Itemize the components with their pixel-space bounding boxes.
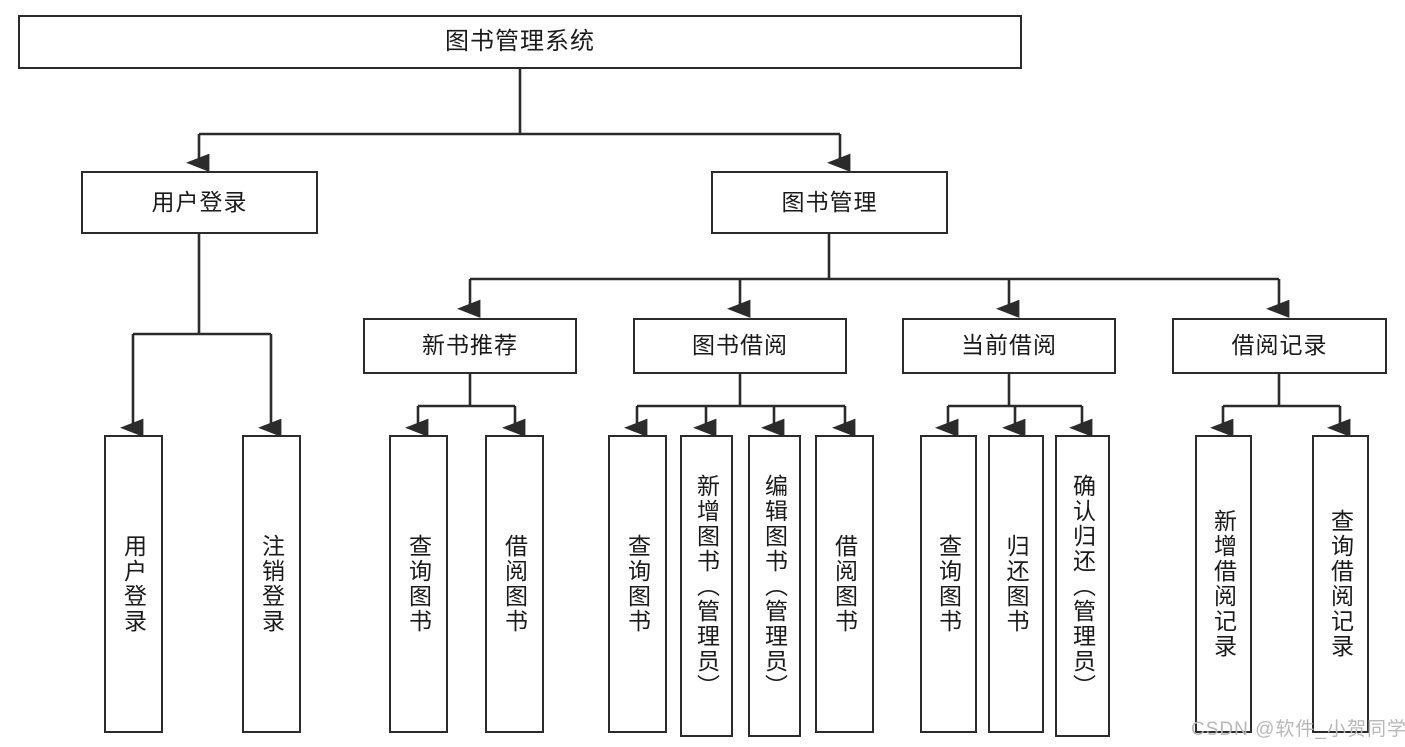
node-label: 归还图书 <box>1003 534 1030 634</box>
leaf-user-login-logout[interactable]: 注销登录 <box>242 435 301 733</box>
node-label: 新增图书（管理员） <box>693 473 720 699</box>
node-label: 用户登录 <box>120 534 147 634</box>
node-new-book-recommend[interactable]: 新书推荐 <box>363 318 577 374</box>
leaf-borrow-query-book[interactable]: 查询图书 <box>608 435 667 733</box>
node-label: 查询借阅记录 <box>1327 509 1354 659</box>
node-label: 当前借阅 <box>961 332 1057 359</box>
leaf-current-confirm-return-admin[interactable]: 确认归还（管理员） <box>1055 435 1110 737</box>
node-label: 确认归还（管理员） <box>1069 473 1096 699</box>
node-label: 编辑图书（管理员） <box>761 473 788 699</box>
leaf-record-add-record[interactable]: 新增借阅记录 <box>1195 435 1252 733</box>
node-user-login[interactable]: 用户登录 <box>81 171 318 234</box>
node-label: 注销登录 <box>258 534 285 634</box>
node-label: 查询图书 <box>405 534 432 634</box>
node-label: 借阅图书 <box>831 534 858 634</box>
node-borrow-record[interactable]: 借阅记录 <box>1172 318 1387 374</box>
node-label: 新书推荐 <box>422 332 518 359</box>
leaf-current-return-book[interactable]: 归还图书 <box>988 435 1044 733</box>
csdn-watermark: CSDN @软件_小贺同学 <box>1191 719 1405 740</box>
node-label: 用户登录 <box>151 188 248 215</box>
leaf-current-query-book[interactable]: 查询图书 <box>920 435 977 733</box>
node-label: 借阅记录 <box>1231 332 1328 359</box>
node-label: 图书管理系统 <box>445 27 595 55</box>
leaf-borrow-add-book-admin[interactable]: 新增图书（管理员） <box>680 435 733 737</box>
node-book-borrow[interactable]: 图书借阅 <box>633 318 847 374</box>
node-current-borrow[interactable]: 当前借阅 <box>902 318 1116 374</box>
node-book-management[interactable]: 图书管理 <box>711 171 948 234</box>
leaf-record-query-record[interactable]: 查询借阅记录 <box>1312 435 1369 733</box>
leaf-user-login-signin[interactable]: 用户登录 <box>104 435 163 733</box>
node-label: 查询图书 <box>935 534 962 634</box>
node-label: 图书管理 <box>781 188 878 215</box>
leaf-recommend-query-book[interactable]: 查询图书 <box>389 435 448 733</box>
node-label: 图书借阅 <box>692 332 788 359</box>
leaf-borrow-edit-book-admin[interactable]: 编辑图书（管理员） <box>748 435 801 737</box>
node-label: 借阅图书 <box>501 534 528 634</box>
node-label: 新增借阅记录 <box>1210 509 1237 659</box>
node-label: 查询图书 <box>624 534 651 634</box>
leaf-recommend-borrow-book[interactable]: 借阅图书 <box>485 435 544 733</box>
node-root-system[interactable]: 图书管理系统 <box>18 15 1022 69</box>
leaf-borrow-borrow-book[interactable]: 借阅图书 <box>815 435 874 733</box>
